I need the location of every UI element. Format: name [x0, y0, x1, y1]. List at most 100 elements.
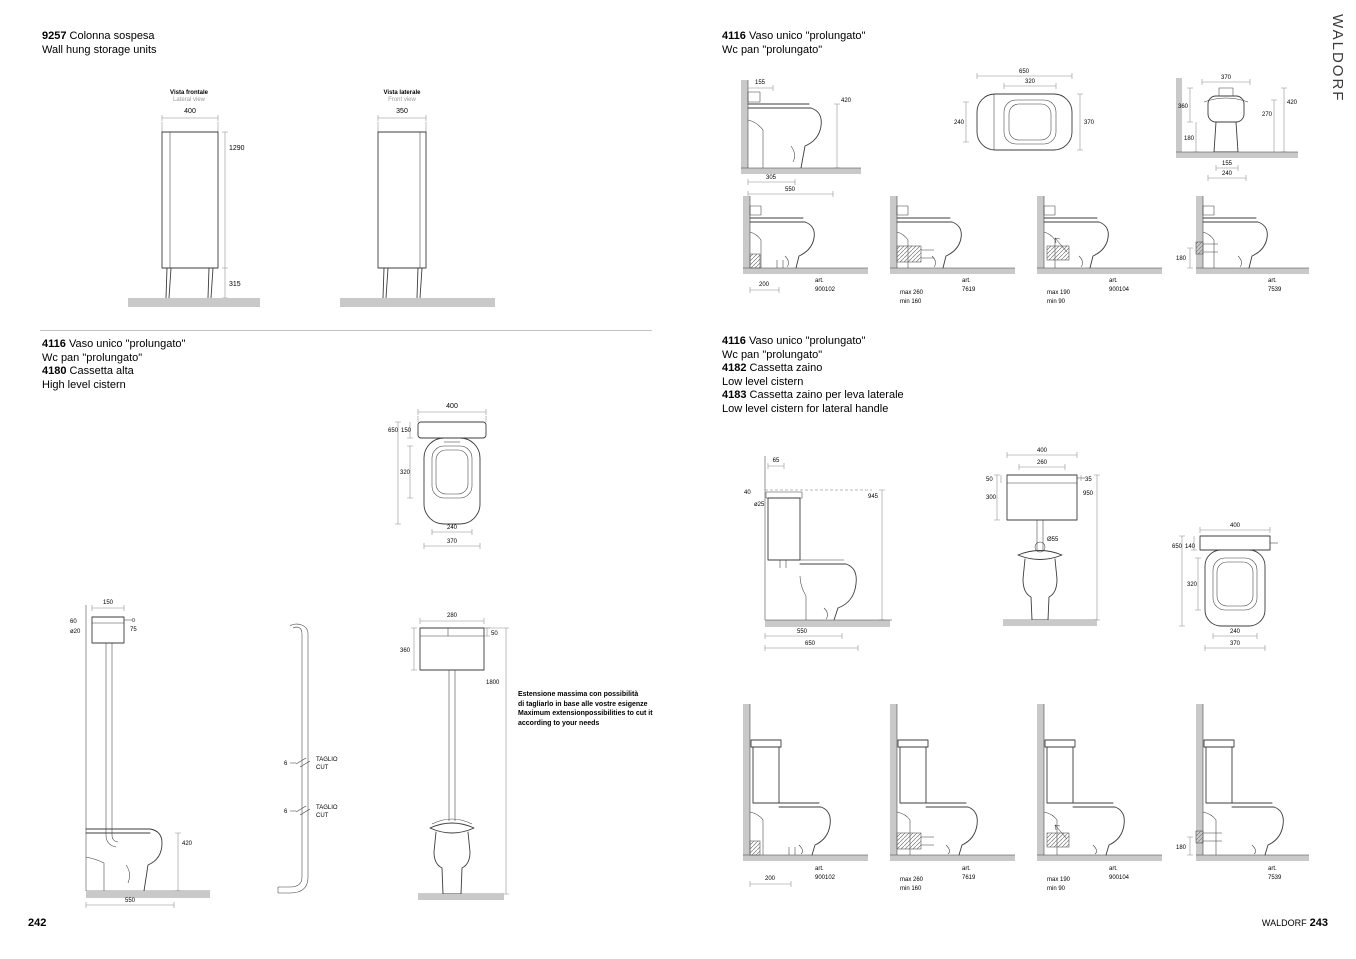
- dimension-240-370: 240 370: [1204, 629, 1266, 651]
- dimension-label: max 190: [1047, 290, 1071, 296]
- floor: [340, 298, 495, 307]
- dimension-200: 200: [749, 876, 792, 887]
- dimension-65: 65: [767, 458, 785, 469]
- dimension-label: 950: [1083, 491, 1094, 497]
- wc-top-view: 650 320 240 370: [954, 69, 1095, 151]
- cistern: [750, 739, 782, 804]
- wc-pan-top-outline: [976, 93, 1073, 151]
- wc-pan-side-profile: [1043, 802, 1125, 856]
- adjustable-drain: [1046, 237, 1070, 261]
- wc-pan-front: [429, 818, 475, 895]
- dimension-label: 40: [744, 490, 751, 496]
- header-line: 4116 Vaso unico "prolungato": [722, 335, 904, 349]
- cut-label: TAGLIO: [316, 757, 338, 763]
- floor: [1037, 854, 1162, 861]
- dimension-280: 280: [419, 613, 485, 624]
- dimension-label: 650: [388, 428, 399, 434]
- dimension-label: 200: [765, 876, 776, 882]
- dimension-label: 420: [1287, 100, 1298, 106]
- wc-pan-back-outline: [1203, 87, 1249, 153]
- floor: [743, 267, 868, 274]
- dimension-label: 320: [1025, 79, 1036, 85]
- dimension-label: 320: [1187, 582, 1198, 588]
- cut-mark-2: 6 TAGLIO CUT: [284, 805, 338, 819]
- cistern: [91, 616, 136, 644]
- wc-top-view-high-cistern: 400 650 150 320 240 370: [388, 403, 487, 549]
- dimension-label: 400: [184, 108, 196, 115]
- wc-pan-side-profile: [1202, 802, 1284, 856]
- art-label: art.: [1268, 866, 1277, 872]
- dimension-360-180: 360 180: [1178, 87, 1199, 153]
- wc-pan-side-profile: [749, 802, 831, 856]
- dimension-305-550: 305 550: [747, 175, 834, 197]
- cabinet-outline: [161, 131, 219, 299]
- installation-art-900104: max 190 min 90 art. 900104: [1037, 196, 1162, 305]
- dimension-650-320: 650 320: [976, 69, 1073, 89]
- art-number: 900104: [1109, 875, 1130, 881]
- product-title-en: Wc pan "prolungato": [722, 43, 823, 56]
- dimension-label: 370: [1221, 75, 1232, 81]
- floor: [1196, 854, 1309, 861]
- dimension-label: 75: [130, 627, 137, 633]
- dimension-label: 270: [1262, 112, 1273, 118]
- dimension-400: 400: [1199, 523, 1271, 533]
- dimension-400-260: 400 260: [1006, 448, 1078, 470]
- view-caption-it: Vista frontale: [170, 90, 209, 96]
- wc-pan-top-outline: [1204, 549, 1266, 627]
- wall-drain-sleeve: [896, 832, 934, 850]
- header-line: 4183 Cassetta zaino per leva laterale: [722, 389, 904, 403]
- view-caption-en: Lateral view: [173, 97, 206, 103]
- wall: [1176, 78, 1182, 152]
- art-label: art.: [1268, 278, 1277, 284]
- dimension-label: 35: [1085, 477, 1092, 483]
- dimension-label: min 90: [1047, 886, 1066, 892]
- floor: [890, 854, 1015, 861]
- product-title-it: Cassetta alta: [69, 365, 134, 377]
- product-code: 4180: [42, 365, 67, 377]
- wc-pan-side-profile: [85, 828, 163, 892]
- wall: [1037, 704, 1045, 855]
- wall-drain-sleeve: [896, 245, 934, 263]
- dimension-label: 6: [284, 761, 288, 767]
- dimension-label: 1290: [229, 145, 245, 152]
- floor: [128, 298, 260, 307]
- art-label: art.: [815, 866, 824, 872]
- storage-front-view: Vista frontale Lateral view 400 1290 315: [128, 90, 260, 307]
- dimension-label: 550: [785, 187, 796, 193]
- dimension-depth: 350: [377, 108, 427, 132]
- wc-pan-side-profile: [747, 91, 822, 169]
- dimension-240: 240: [954, 101, 969, 143]
- dimension-label: 350: [396, 108, 408, 115]
- dimension-label: 650: [805, 641, 816, 647]
- wc-pan-side-profile: [1043, 205, 1109, 269]
- low-cistern-top-view: 400 650 140 320 240 370: [1172, 523, 1278, 651]
- dimension-label: 180: [1176, 845, 1187, 851]
- dimension-180: 180: [1176, 247, 1193, 269]
- note-line: Maximum extensionpossibilities to cut it: [518, 710, 653, 717]
- header-line: 4180 Cassetta alta: [42, 365, 185, 379]
- wall: [1196, 704, 1204, 855]
- dimension-label: 320: [400, 470, 411, 476]
- flush-pipe: [277, 623, 309, 894]
- cistern: [419, 627, 485, 671]
- art-number: 7539: [1268, 875, 1282, 881]
- art-number: 900102: [815, 287, 836, 293]
- art-number: 7619: [962, 287, 976, 293]
- header-low-cistern: 4116 Vaso unico "prolungato" Wc pan "pro…: [722, 335, 904, 416]
- wall: [890, 196, 898, 268]
- floor: [418, 893, 504, 900]
- dimension-240-370: 240 370: [423, 525, 481, 549]
- art-label: art.: [962, 866, 971, 872]
- dimension-550: 550: [85, 898, 175, 908]
- art-label: art.: [962, 278, 971, 284]
- dimension-155-240: 155 240: [1207, 161, 1247, 181]
- product-title-it: Vaso unico "prolungato": [748, 335, 866, 347]
- dimension-label: 155: [1222, 161, 1233, 167]
- dimension-420: 420: [175, 832, 193, 892]
- dimension-label: 260: [1037, 460, 1048, 466]
- wc-pan-top-outline: [417, 421, 487, 525]
- note-line: according to your needs: [518, 719, 600, 727]
- art-label: art.: [815, 278, 824, 284]
- dimension-label: 50: [986, 477, 993, 483]
- dimension-420: 420: [834, 98, 852, 169]
